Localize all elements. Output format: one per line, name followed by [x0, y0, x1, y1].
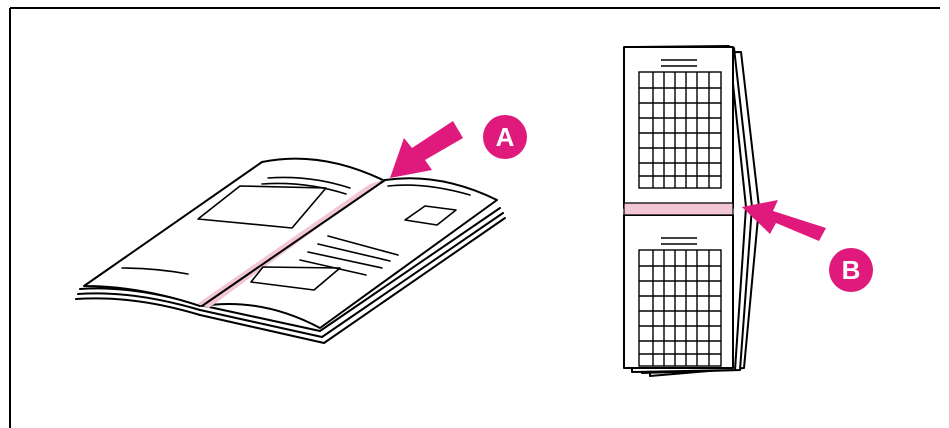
front-sheet-top [624, 47, 733, 208]
badge-a-label: A [496, 122, 515, 152]
badge-b-label: B [842, 255, 861, 285]
arrow-a-icon [390, 121, 463, 178]
open-booklet-illustration [76, 159, 505, 343]
figure-frame [10, 8, 940, 428]
callout-badge-b: B [829, 248, 873, 292]
binding-strip-b [624, 203, 733, 215]
callout-badge-a: A [483, 115, 527, 159]
